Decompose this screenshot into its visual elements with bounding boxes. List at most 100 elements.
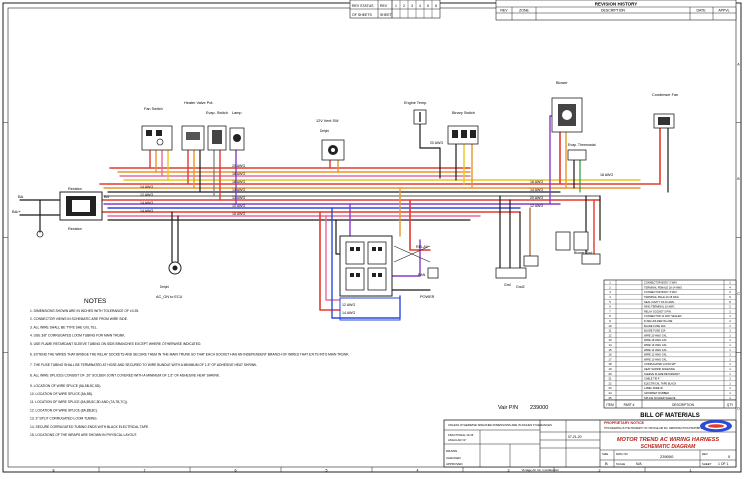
ground-points: Gnd Gnd2 Blower Gnd <box>495 231 601 289</box>
bom-cell-qty: 1 <box>729 343 731 347</box>
bom-header-description: DESCRIPTION <box>672 403 694 407</box>
note-item: 5. USE FLAME RETARDANT SLEEVE TUBING ON … <box>30 342 201 346</box>
gauge-label: 20 AWG <box>530 196 543 200</box>
zone-col-header: ZONE <box>519 9 529 13</box>
rev-status-col: 3 <box>411 4 413 8</box>
bom-cell-item: 14 <box>608 343 612 347</box>
bom-cell-qty: 1 <box>729 281 731 285</box>
bom-cell-description: LABEL WIRE ID <box>644 386 663 390</box>
note-item: 1. DIMENSIONS SHOWN ARE IN INCHES WITH T… <box>30 309 139 313</box>
drawing-title-1: MOTOR TREND AC WIRING HARNESS <box>617 437 720 443</box>
ac-on-connector: AC_ON to ECU Delphi <box>156 261 183 299</box>
footer-text: Vintage Air Inc. Confidential <box>522 468 559 472</box>
bom-cell-qty: 1 <box>729 357 731 361</box>
part-number-block: Vair P/N 239000 <box>498 405 548 411</box>
gauge-label: 20 AWG <box>430 141 443 145</box>
bom-cell-description: CABLE TIE 4" <box>644 377 660 381</box>
bom-cell-item: 4 <box>609 295 611 299</box>
zone-right-label: B <box>737 177 740 181</box>
bom-cell-qty: 2 <box>729 319 731 323</box>
bom-cell-description: WIRE 18 AWG GXL <box>644 338 668 342</box>
heater-valve-pot: Heater Valve Pot. <box>181 101 213 151</box>
rev-col-header: REV <box>500 9 508 13</box>
bom-cell-item: 11 <box>609 329 612 333</box>
bom-cell-description: WIRE 14 AWG GXL <box>644 348 668 352</box>
company-logo <box>700 420 732 432</box>
bom-cell-item: 23 <box>608 386 612 390</box>
bom-cell-item: 18 <box>608 362 612 366</box>
bom-cell-qty: 4 <box>729 285 731 289</box>
bom-cell-description: FUSE HOLDER IN-LINE <box>644 319 673 323</box>
gauge-label: 12 AWG <box>232 196 245 200</box>
bom-header-part: PART # <box>624 403 635 407</box>
ac-on-label: AC_ON to ECU <box>156 295 183 299</box>
bom-cell-description: WIRE 12 AWG GXL <box>644 353 668 357</box>
scale-value: N/A <box>636 462 642 466</box>
gauge-label: 20 AWG <box>232 164 245 168</box>
b4-label: B4 <box>104 194 110 199</box>
note-item: 3. ALL WIRE SHALL BE TYPE SAE GXL TEL. <box>30 325 98 329</box>
wire-relay-red-out <box>409 199 431 251</box>
bom-cell-item: 3 <box>609 290 611 294</box>
bom-cell-qty: 1 <box>729 377 731 381</box>
zone-bottom-label: 3 <box>508 469 510 473</box>
evap-thermostat: Evap. Thermostat <box>567 143 596 161</box>
condenser-fan: Condenser Fan <box>652 93 678 129</box>
bom-cell-description: TERMINAL MALE 20-18 AWG <box>644 295 679 299</box>
rev-block-label: REV <box>702 452 708 456</box>
date-col-header: DATE <box>696 9 706 13</box>
bom-cell-item: 7 <box>609 309 611 313</box>
gauge-label: 18 AWG <box>232 172 245 176</box>
bom-cell-qty: 1 <box>729 314 731 318</box>
components: Fan Switch Heater Valve Pot. Evap. Switc… <box>12 81 678 321</box>
bom-cell-description: WIRE 10 AWG GXL <box>644 357 668 361</box>
wire-relay-feed-red <box>319 211 341 311</box>
bom-cell-item: 8 <box>609 314 611 318</box>
bom-cell-item: 5 <box>609 300 611 304</box>
relay-box: RELAY FAN POWER <box>339 235 439 321</box>
gnd-label: Gnd <box>504 283 511 287</box>
blower-motor: Blower <box>551 81 583 133</box>
fan-switch-label: Fan Switch <box>144 107 163 111</box>
note-item: 7. THE FUSE TUBING SHALL BE TERMINATED A… <box>30 363 257 367</box>
gauge-label: 16 AWG <box>232 212 245 216</box>
resistor-top-label: Resistor <box>68 187 83 191</box>
fan-switch: Fan Switch <box>141 107 173 151</box>
note-item: 14. SECURE CORRUGATED TUBING ENDS WITH B… <box>30 425 149 429</box>
bom-cell-item: 1 <box>609 281 611 285</box>
revision-history-block: REVISION HISTORY REV ZONE DESCRIPTION DA… <box>495 0 737 21</box>
size-value: B <box>605 461 608 466</box>
rev-status-col: 4 <box>419 4 421 8</box>
bom-cell-description: HEAT SHRINK ADHESIVE <box>644 367 675 371</box>
gauge-label: 14 AWG <box>140 209 153 213</box>
blower-gnd-label: Blower Gnd <box>574 251 592 255</box>
lamp-label: Lamp <box>232 111 242 115</box>
bom-cell-description: CORRUGATED LOOM 3/8" <box>644 362 676 366</box>
blower-label: Blower <box>556 81 568 85</box>
gauge-label: 12 AWG <box>140 193 153 197</box>
bom-cell-description: ELECTRICAL TAPE BLACK <box>644 381 677 385</box>
bom-cell-qty: 1 <box>729 329 731 333</box>
gauge-label: 18 AWG <box>600 173 613 177</box>
wire-engine-temp <box>419 119 441 179</box>
sheet-label: SHEET <box>380 13 393 17</box>
gauge-label: 14 AWG <box>140 201 153 205</box>
revision-history-title: REVISION HISTORY <box>595 2 638 7</box>
bom-cell-item: 10 <box>608 324 612 328</box>
zone-bottom-label: 1 <box>690 469 692 473</box>
wire-relay-purple-out <box>389 239 421 277</box>
bom-header-item: ITEM <box>606 403 614 407</box>
drawing-title-2: SCHEMATIC DIAGRAM <box>641 444 696 450</box>
lamp: Lamp <box>229 111 245 151</box>
wire-gauge-labels: 20 AWG 18 AWG 16 AWG 14 AWG 12 AWG 10 AW… <box>140 141 613 315</box>
engine-temp-label: Engine Temp. <box>404 101 427 105</box>
sheet-block-value: 1 OF 1 <box>718 462 728 466</box>
bom-cell-description: WIRE 20 AWG GXL <box>644 333 668 337</box>
bom-cell-qty: 1 <box>729 353 731 357</box>
bom-cell-qty: 1 <box>729 324 731 328</box>
condenser-fan-label: Condenser Fan <box>652 93 678 97</box>
wire-harness <box>19 115 669 319</box>
note-item: 2. CONNECTOR VIEWS IN SCHEMATIC ARE FROM… <box>30 317 128 321</box>
